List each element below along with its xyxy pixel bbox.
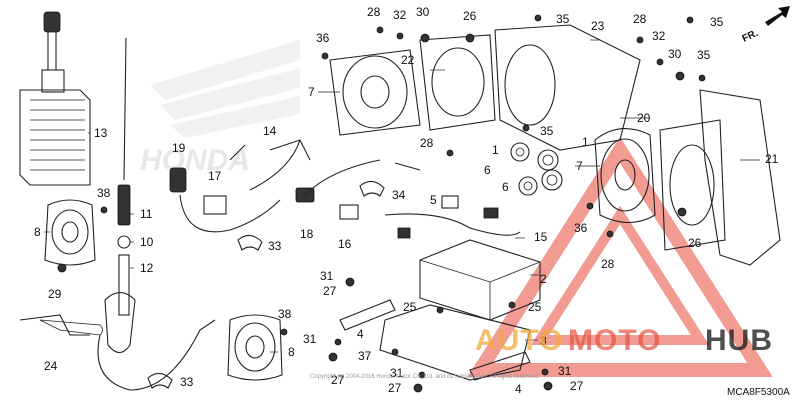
- front-direction-indicator: FR.: [741, 6, 790, 45]
- fasteners: [57, 14, 706, 393]
- label-33b: 33: [180, 375, 194, 389]
- label-27a: 27: [323, 284, 337, 298]
- part-13-amplifier: [19, 11, 91, 186]
- label-32b: 32: [652, 29, 666, 43]
- label-30a: 30: [416, 5, 430, 19]
- label-13: 13: [94, 126, 108, 140]
- label-28a: 28: [367, 5, 381, 19]
- part-7-speaker-top: [329, 49, 421, 136]
- label-19: 19: [172, 141, 186, 155]
- label-14: 14: [263, 124, 277, 138]
- label-30b: 30: [668, 47, 682, 61]
- label-26b: 26: [688, 236, 702, 250]
- label-7a: 7: [308, 85, 315, 99]
- part-24-cable: [19, 314, 216, 391]
- label-16: 16: [338, 237, 352, 251]
- label-22: 22: [401, 53, 415, 67]
- label-3: 3: [540, 334, 547, 348]
- label-26a: 26: [463, 9, 477, 23]
- watermark-triangle: [467, 136, 773, 377]
- label-2: 2: [540, 272, 547, 286]
- label-33a: 33: [268, 239, 282, 253]
- part-33-34-clamps: [147, 180, 385, 389]
- label-8a: 8: [34, 225, 41, 239]
- label-31c: 31: [390, 366, 404, 380]
- label-8b: 8: [288, 345, 295, 359]
- part-11-12-antenna: [39, 37, 136, 354]
- honda-wing-logo: HONDA: [140, 40, 300, 177]
- part-21-cover: [699, 89, 781, 266]
- label-27b: 27: [331, 373, 345, 387]
- copyright-text: Copyright (c) 2004-2016 Honda Motor Co.,…: [310, 374, 539, 380]
- label-4b: 4: [515, 382, 522, 396]
- label-29: 29: [48, 287, 62, 301]
- label-31b: 31: [303, 332, 317, 346]
- label-38a: 38: [97, 186, 111, 200]
- part-20-bracket: [659, 119, 726, 251]
- label-28c: 28: [420, 136, 434, 150]
- label-4a: 4: [357, 327, 364, 341]
- label-31d: 31: [558, 364, 572, 378]
- part-number-labels: 13 38 11 10 12 8 29 24 14 19 17 33 18 16…: [34, 5, 779, 396]
- label-21: 21: [765, 152, 779, 166]
- honda-logo-text: HONDA: [140, 144, 250, 177]
- label-20: 20: [637, 111, 651, 125]
- label-5: 5: [430, 193, 437, 207]
- label-12: 12: [140, 261, 154, 275]
- part-8-speaker-lower: [227, 314, 283, 381]
- label-37: 37: [358, 349, 372, 363]
- part-7-speaker-right: [594, 128, 656, 224]
- label-36b: 36: [574, 221, 588, 235]
- leader-lines: [44, 39, 760, 353]
- watermark-hub: HUB: [705, 324, 773, 357]
- label-35b: 35: [710, 15, 724, 29]
- label-28b: 28: [633, 12, 647, 26]
- front-label: FR.: [741, 28, 760, 45]
- label-35a: 35: [556, 12, 570, 26]
- watermark-moto: MOTO: [568, 324, 661, 357]
- label-1a: 1: [492, 143, 499, 157]
- label-24: 24: [44, 359, 58, 373]
- part-3-bracket: [379, 304, 531, 381]
- label-23: 23: [591, 19, 605, 33]
- label-28d: 28: [601, 257, 615, 271]
- watermark-auto: AUTO: [475, 324, 563, 357]
- part-8-speaker-upper: [44, 199, 96, 266]
- watermark-text: AUTO MOTO HUB: [475, 324, 773, 357]
- part-22-speaker-ring: [419, 34, 496, 131]
- label-27c: 27: [388, 381, 402, 395]
- label-11: 11: [140, 207, 153, 221]
- label-27d: 27: [570, 379, 584, 393]
- diagram-code: MCA8F5300A: [727, 387, 790, 398]
- label-6a: 6: [484, 163, 491, 177]
- label-18: 18: [300, 227, 314, 241]
- label-6b: 6: [502, 180, 509, 194]
- label-17: 17: [208, 169, 222, 183]
- arrow-icon: [765, 6, 790, 26]
- label-15: 15: [534, 230, 548, 244]
- label-25a: 25: [403, 300, 417, 314]
- label-32a: 32: [393, 8, 407, 22]
- part-6-1-grommets: [510, 142, 563, 196]
- part-4-stays: [339, 299, 531, 381]
- part-23-housing: [494, 24, 641, 151]
- part-2-audio-unit: [419, 239, 541, 321]
- part-harnesses: [169, 139, 521, 239]
- label-38b: 38: [278, 307, 292, 321]
- label-31a: 31: [320, 269, 334, 283]
- label-10: 10: [140, 235, 154, 249]
- label-35d: 35: [540, 124, 554, 138]
- label-7b: 7: [576, 159, 583, 173]
- label-36a: 36: [316, 31, 330, 45]
- label-1b: 1: [582, 135, 589, 149]
- label-34: 34: [392, 188, 406, 202]
- label-25b: 25: [528, 300, 542, 314]
- label-35c: 35: [697, 48, 711, 62]
